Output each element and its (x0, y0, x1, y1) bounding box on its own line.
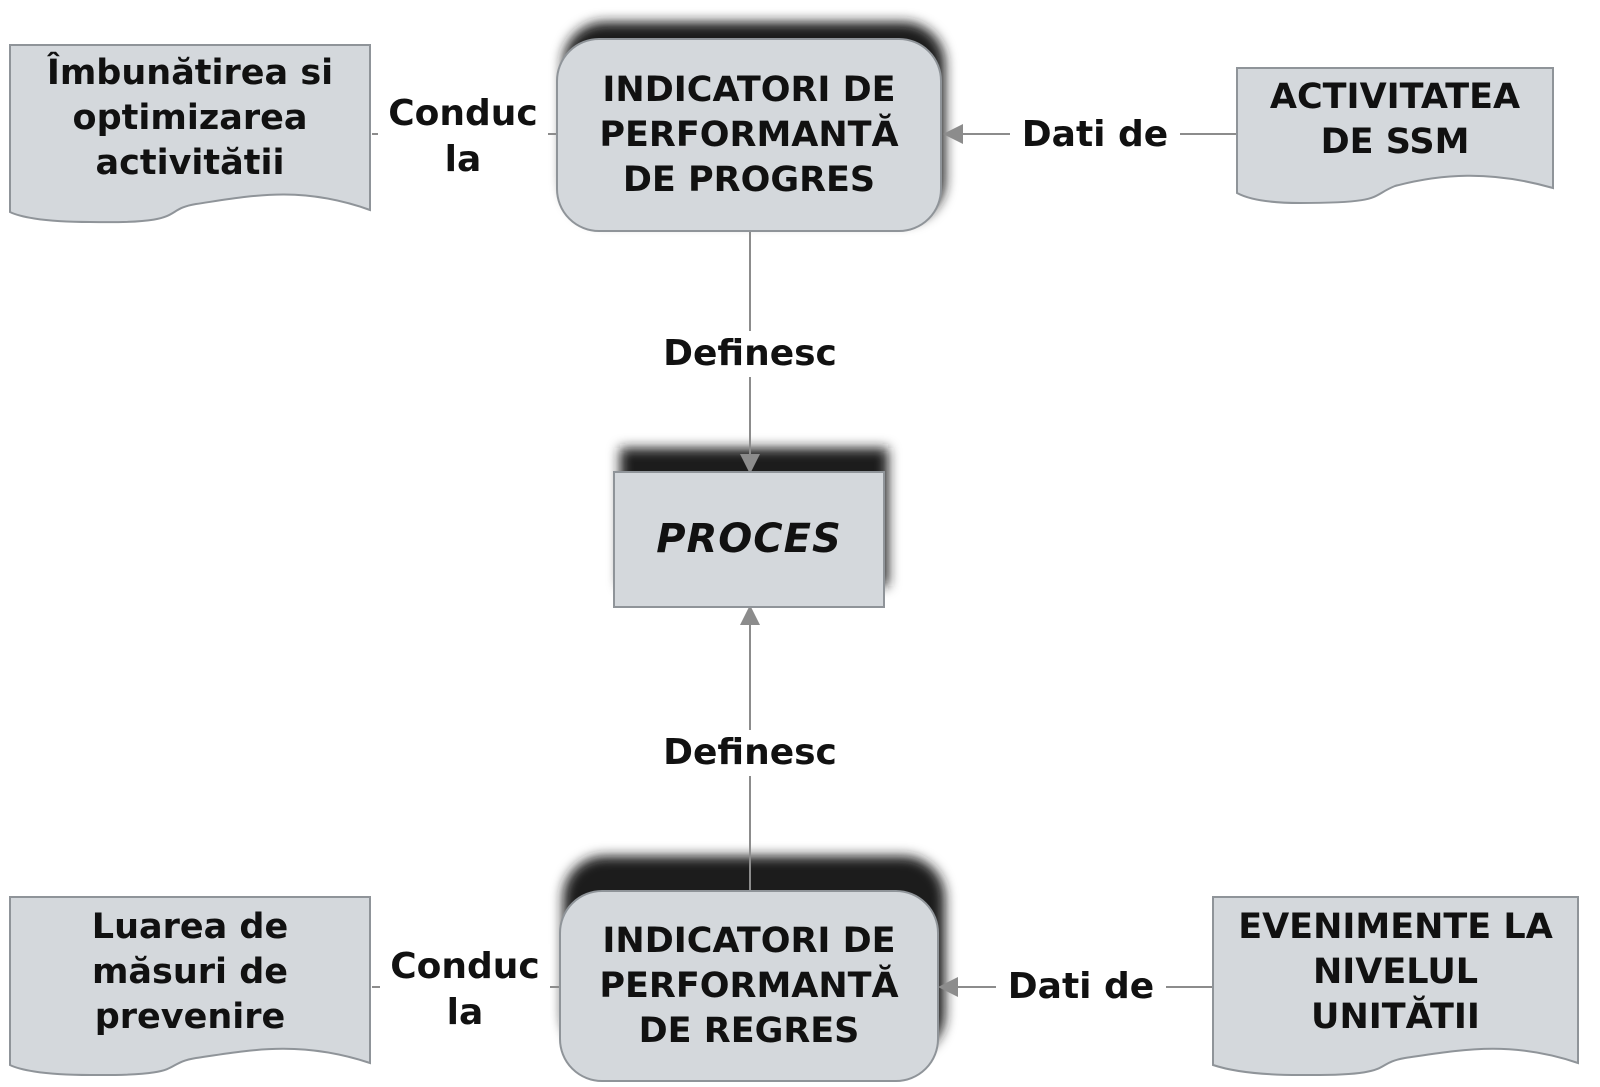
edge-label-conduc-bottom: Conduc la (380, 944, 550, 1036)
ind-regres-line-1: INDICATORI DE (602, 920, 896, 961)
conduc-top-line-2: la (444, 139, 482, 180)
ind-regres-node: INDICATORI DE PERFORMANTĂ DE REGRES (560, 891, 938, 1081)
imbunatatire-line-3: activitătii (95, 142, 285, 183)
edge-label-definesc-bottom: Definesc (650, 730, 850, 776)
evenimente-line-1: EVENIMENTE LA (1238, 906, 1553, 947)
ind-progres-line-3: DE PROGRES (622, 159, 876, 200)
conduc-top-line-1: Conduc (388, 93, 538, 134)
activitatea-ssm-doc-shape (1236, 67, 1554, 205)
evenimente-line-2: NIVELUL (1312, 951, 1479, 992)
evenimente-node: EVENIMENTE LA NIVELUL UNITĂTII (1213, 902, 1578, 1042)
conduc-bottom-line-2: la (446, 992, 484, 1033)
luarea-masuri-doc-shape (9, 896, 371, 1077)
luarea-masuri-line-3: prevenire (94, 996, 286, 1037)
edge-label-conduc-top: Conduc la (378, 91, 548, 183)
conduc-bottom-line-1: Conduc (390, 946, 540, 987)
ind-progres-line-2: PERFORMANTĂ (599, 114, 899, 155)
luarea-masuri-line-2: măsuri de (91, 951, 289, 992)
imbunatatire-doc-shape (9, 44, 371, 224)
ind-progres-line-1: INDICATORI DE (602, 69, 896, 110)
activitatea-ssm-node: ACTIVITATEA DE SSM (1237, 72, 1553, 168)
edge-label-dati-top: Dati de (1010, 112, 1180, 158)
proces-box (613, 471, 885, 608)
ind-progres-node: INDICATORI DE PERFORMANTĂ DE PROGRES (557, 39, 941, 231)
dati-top-text: Dati de (1021, 114, 1169, 155)
definesc-bottom-text: Definesc (663, 732, 837, 773)
luarea-masuri-node: Luarea de măsuri de prevenire (10, 902, 370, 1042)
activitatea-ssm-line-1: ACTIVITATEA (1269, 77, 1521, 117)
activitatea-ssm-line-2: DE SSM (1320, 122, 1470, 162)
dati-bottom-text: Dati de (1007, 966, 1155, 1007)
luarea-masuri-line-1: Luarea de (91, 906, 289, 947)
imbunatatire-line-1: Îmbunătirea si (46, 52, 334, 93)
ind-regres-line-3: DE REGRES (638, 1010, 860, 1051)
imbunatatire-line-2: optimizarea (72, 97, 308, 138)
definesc-top-text: Definesc (663, 333, 837, 374)
evenimente-doc-shape (1212, 896, 1579, 1077)
ind-progres-box (556, 38, 942, 232)
ind-regres-box (559, 890, 939, 1082)
proces-label: PROCES (656, 516, 842, 562)
edge-label-definesc-top: Definesc (650, 331, 850, 377)
imbunatatire-node: Îmbunătirea si optimizarea activitătii (10, 48, 370, 188)
ind-regres-line-2: PERFORMANTĂ (599, 965, 899, 1006)
proces-node: PROCES (614, 472, 884, 607)
evenimente-line-3: UNITĂTII (1311, 996, 1480, 1037)
edge-label-dati-bottom: Dati de (996, 964, 1166, 1010)
